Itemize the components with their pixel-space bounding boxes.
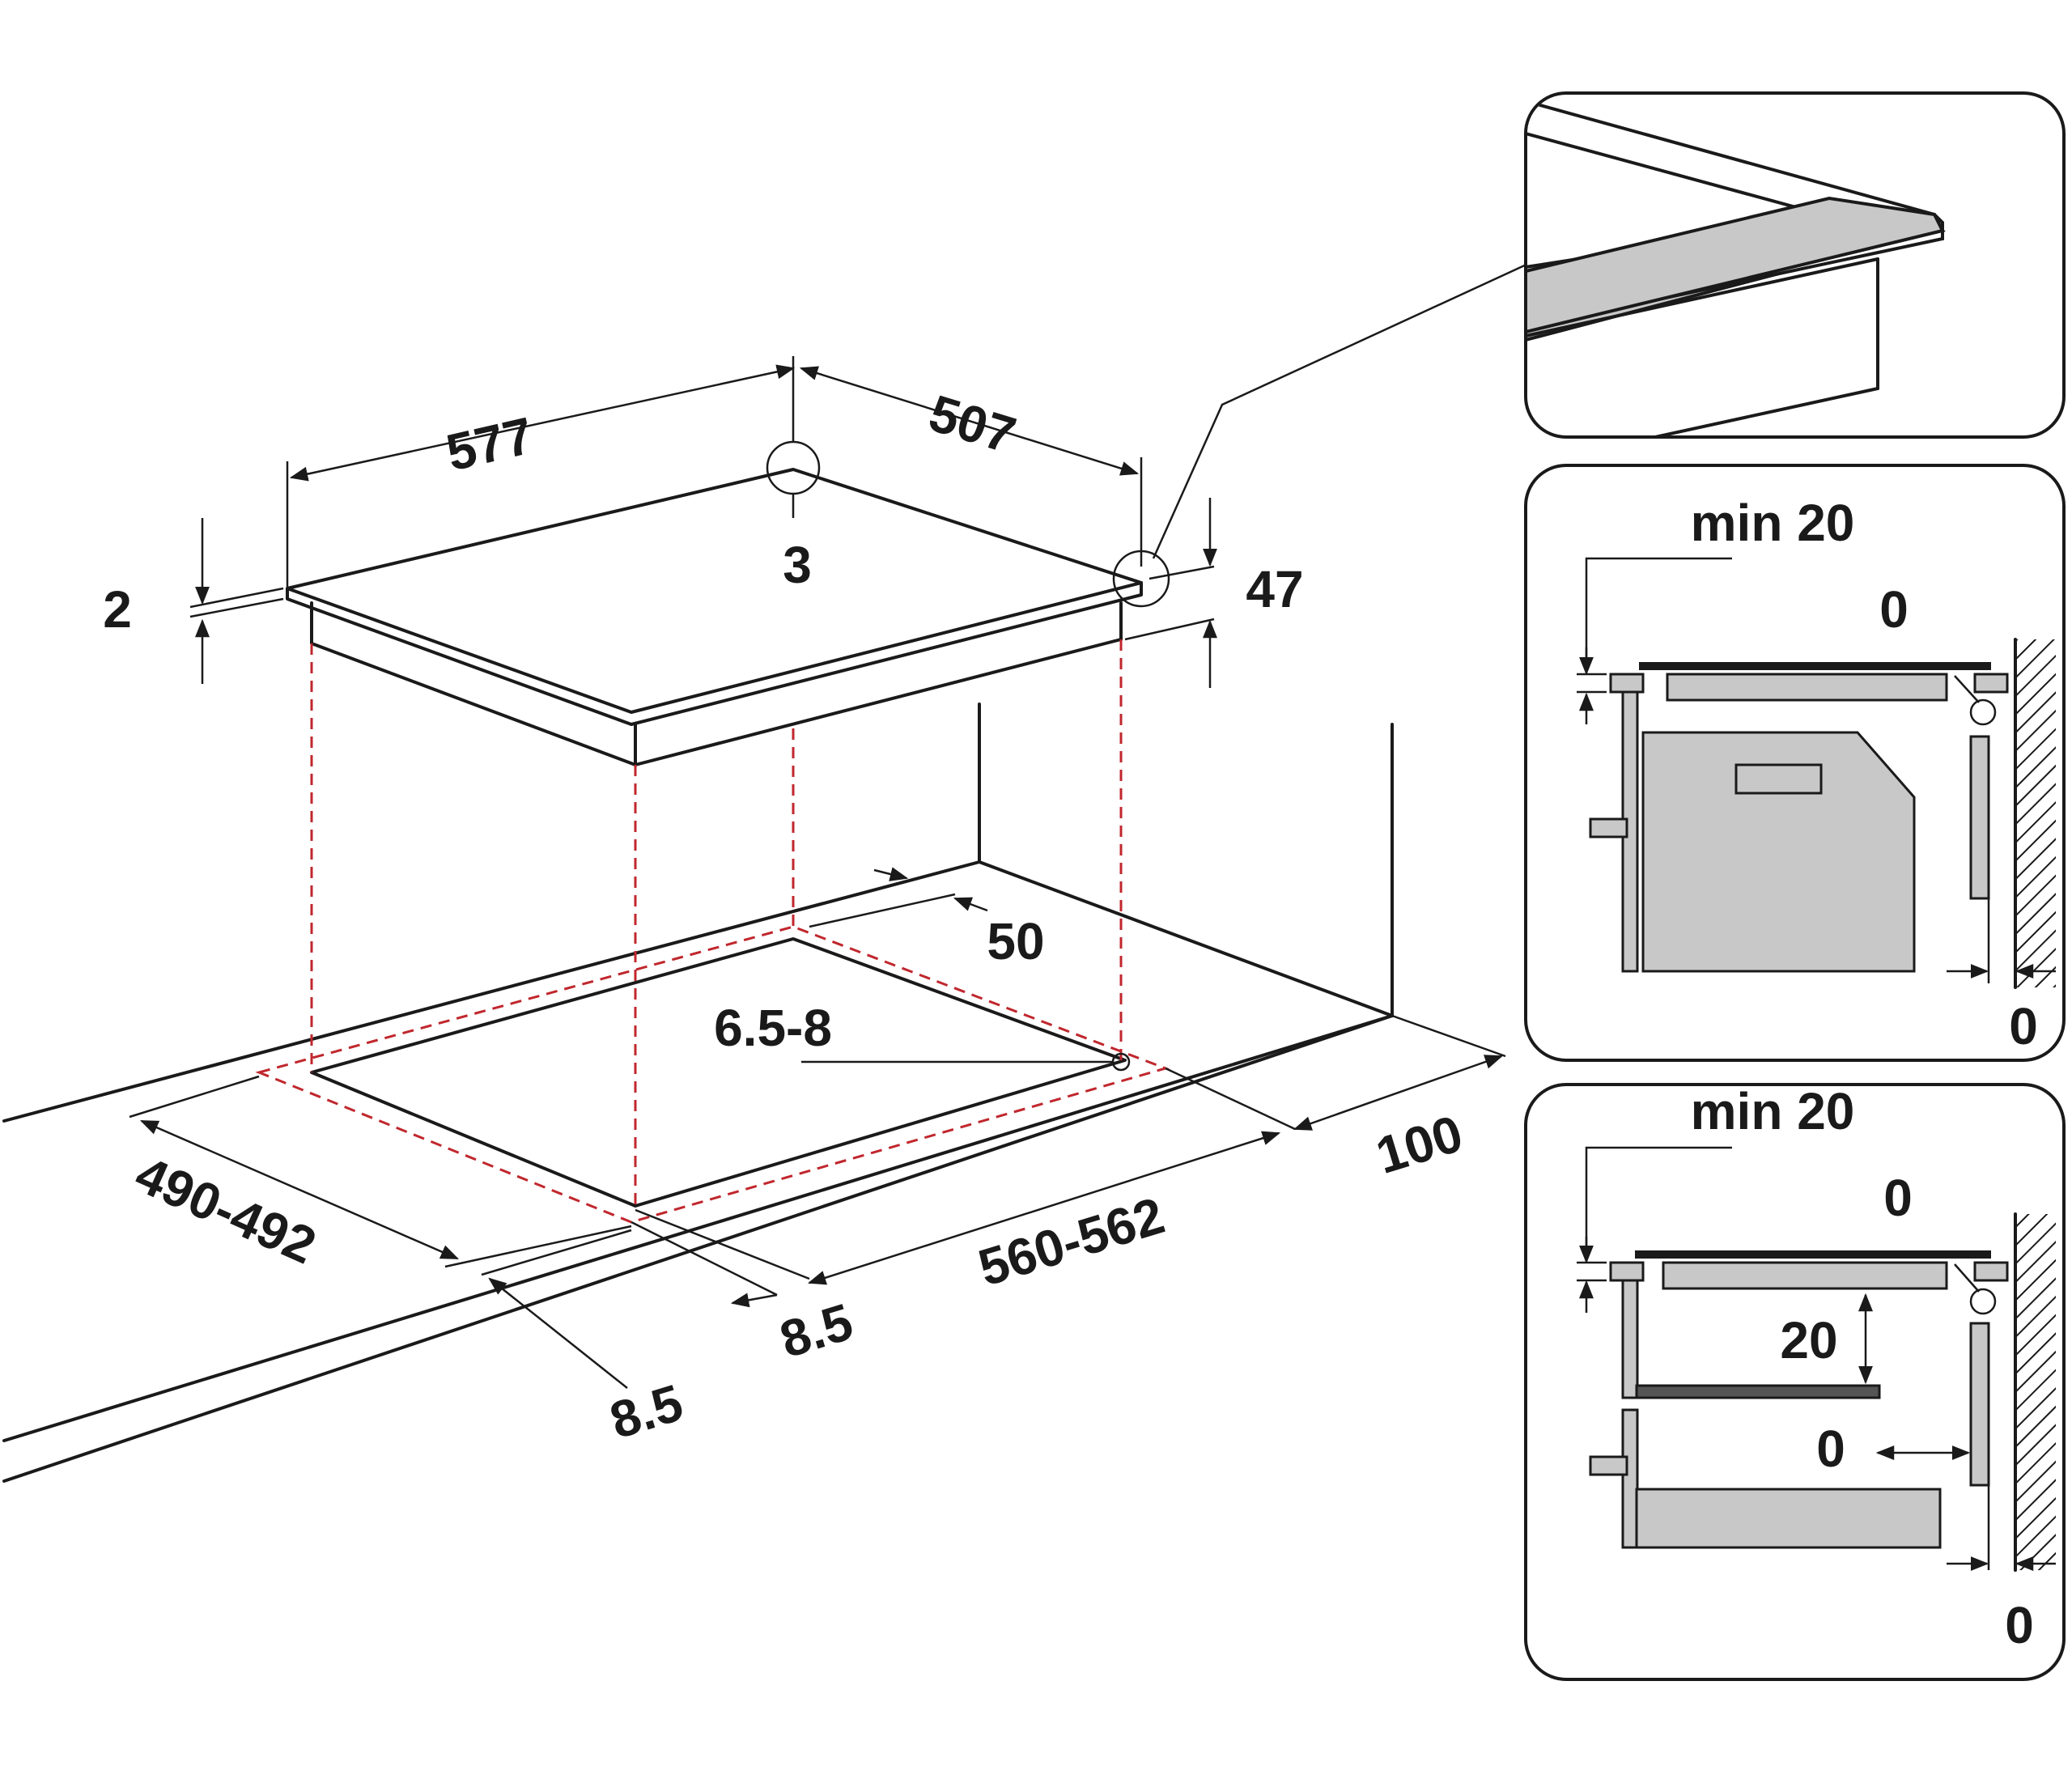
hob-body [310, 601, 637, 766]
cutout-dashed [255, 925, 1170, 1224]
worktop-cutout [310, 937, 1127, 1208]
hob-front-edge [286, 581, 1143, 726]
panel2-zero-mid: 0 [1816, 1420, 1845, 1478]
label-8-5-a: 8.5 [604, 1373, 690, 1450]
label-577: 577 [441, 405, 538, 482]
detail-zoom-circle-back [766, 440, 821, 495]
panel2-zero-top: 0 [1883, 1169, 1913, 1227]
label-47: 47 [1246, 560, 1303, 618]
panel1-zero-top: 0 [1879, 580, 1909, 639]
panel2-zero-bottom: 0 [2005, 1596, 2034, 1654]
label-8-5-b: 8.5 [774, 1293, 860, 1369]
dim-100 [1293, 1055, 1504, 1131]
section-panel-bottom [1524, 1083, 2066, 1681]
section-panel-top [1524, 464, 2066, 1062]
detail-leader-line [1152, 261, 1531, 559]
panel2-shelf-20: 20 [1780, 1311, 1837, 1369]
dim-507 [799, 366, 1140, 476]
hob-main-view [2, 261, 1531, 1483]
dim-8-5-left [488, 1277, 628, 1389]
dim-560-562 [807, 1131, 1281, 1285]
label-507: 507 [923, 384, 1022, 465]
label-3: 3 [783, 536, 812, 594]
hob-top-surface [286, 468, 1143, 714]
worktop-front [2, 860, 1394, 1123]
label-100: 100 [1369, 1104, 1469, 1185]
label-50: 50 [987, 912, 1044, 970]
label-6-5-8: 6.5-8 [714, 999, 832, 1057]
dim-577 [289, 364, 796, 482]
label-2: 2 [103, 580, 132, 639]
panel2-min-label: min 20 [1691, 1082, 1855, 1140]
dim-50 [873, 867, 909, 881]
label-490-492: 490-492 [127, 1144, 325, 1275]
wall-hatch [2015, 639, 2056, 987]
panel1-min-label: min 20 [1691, 494, 1855, 552]
label-560-562: 560-562 [972, 1186, 1171, 1297]
corner-detail-panel [1524, 91, 2066, 439]
panel1-zero-bottom: 0 [2009, 997, 2038, 1055]
dim-490-492 [139, 1119, 460, 1260]
dim-8-5-right [730, 1293, 778, 1308]
